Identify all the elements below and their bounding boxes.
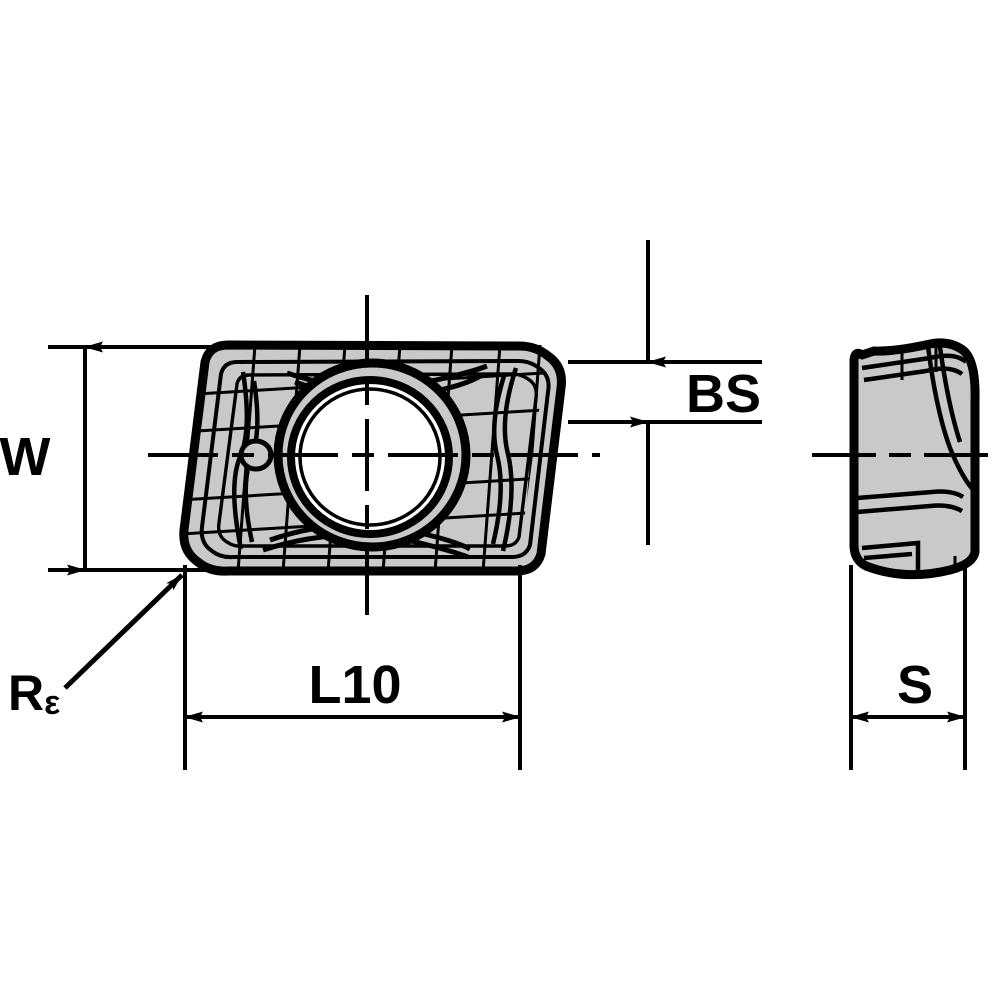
side-view-facets [900,345,957,572]
top-view-group [148,295,600,625]
dimension-L10-label: L10 [308,655,401,715]
insert-side-outline [849,338,980,580]
dimension-BS: BS [568,240,762,545]
dimension-S: S [849,565,967,770]
callout-corner-radius-label: Rε [8,665,60,722]
callout-corner-radius-label-sub: ε [44,684,60,722]
dimension-L10: L10 [183,565,522,770]
callout-corner-radius: Rε [8,573,184,722]
side-view-group [812,338,1000,580]
dimension-W-label: W [0,427,51,487]
dimension-BS-label: BS [686,364,761,424]
dimension-W: W [0,341,300,576]
dimension-S-label: S [897,655,933,715]
side-view-detail-lines [856,345,977,573]
callout-corner-radius-label-main: R [8,665,44,721]
callout-corner-radius-leader [63,573,184,690]
